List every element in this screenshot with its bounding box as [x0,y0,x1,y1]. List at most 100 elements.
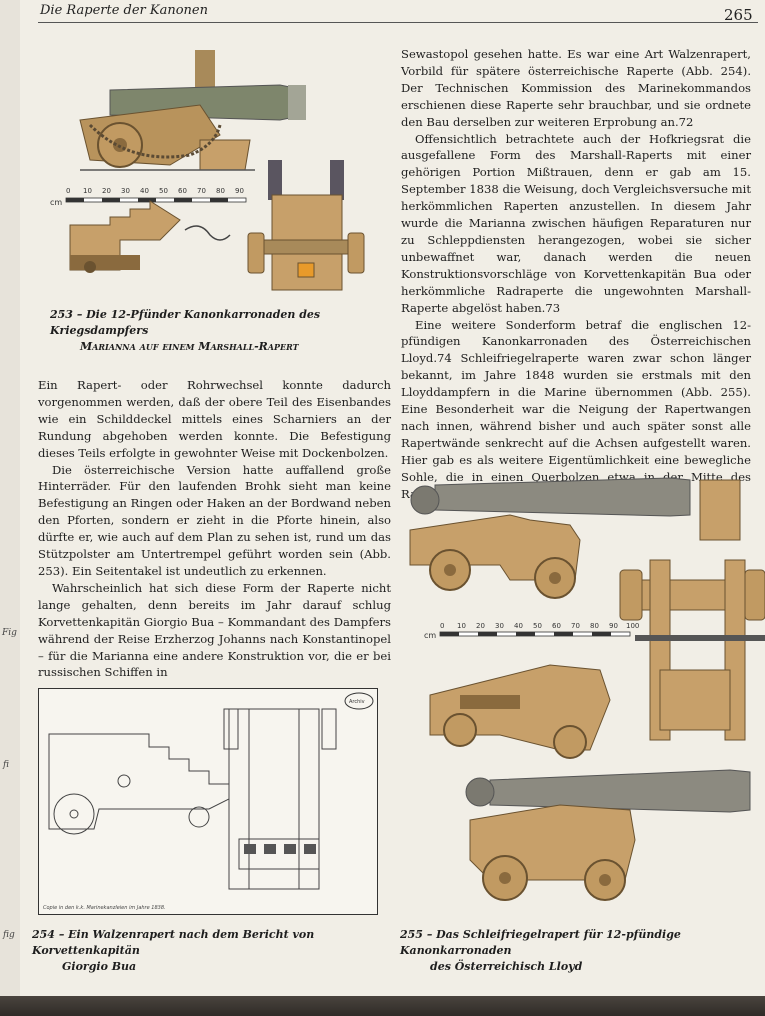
wheel-hub [549,572,561,584]
roller-carriage-plan [228,708,320,890]
figure-253: 0 10 20 30 40 50 60 70 80 90 cm [50,45,390,295]
quoin [460,695,520,709]
figure-253-caption: 253 – Die 12-Pfünder Kanonkarronaden des… [50,307,390,355]
front-cheek-right [330,160,344,200]
scale-tick-label: 10 [457,622,466,630]
wheel-hub [444,564,456,576]
scale-tick-label: 90 [609,622,618,630]
front-plate [297,262,315,278]
scale-tick-label: 0 [440,622,444,630]
scale-bar-segment [138,198,156,202]
figure-255-caption: 255 – Das Schleifriegelrapert für 12-pfü… [400,927,760,975]
caption-text-line2: Giorgio Bua [62,960,137,973]
plan-block [304,844,316,854]
scale-tick-label: 70 [197,187,206,195]
right-text-column: Sewastopol gesehen hatte. Es war eine Ar… [401,46,751,502]
carronade-barrel-bottom [489,769,751,813]
carriage-wheel [553,725,587,759]
scale-tick-label: 50 [533,622,542,630]
muzzle [288,85,306,120]
scale-tick-label: 20 [102,187,111,195]
paragraph: Ein Rapert- oder Rohrwechsel konnte dadu… [38,378,391,460]
caption-text: – Das Schleifriegelrapert für 12-pfündig… [400,928,681,957]
caption-text: – Die 12-Pfünder Kanonkarronaden des Kri… [50,308,321,337]
edge-mark: fi [3,760,10,770]
scale-tick-label: 0 [66,187,70,195]
plan-block [244,844,256,854]
figure-253-drawing: 0 10 20 30 40 50 60 70 80 90 cm [50,50,365,291]
plan-wheel [321,708,337,750]
scale-tick-label: 30 [121,187,130,195]
front-wheel-left [247,232,265,274]
scale-tick-label: 30 [495,622,504,630]
front-axle [249,239,361,255]
scale-unit: cm [50,198,62,207]
archive-stamp [344,692,374,710]
scale-tick-label: 20 [476,622,485,630]
page-number: 265 [724,6,753,24]
roller-wheel [53,793,95,835]
scale-bar-segment [592,632,611,636]
scale-tick-label: 90 [235,187,244,195]
plan-slide [238,838,320,870]
scale-bar-segment [554,632,573,636]
page-bottom-shadow [0,996,765,1016]
front-wheel-right [744,569,765,621]
scale-tick-label: 100 [626,622,639,630]
scale-tick-label: 80 [590,622,599,630]
carronade-barrel-top [434,477,691,517]
header-rule [38,22,758,23]
scale-bar-segment [102,198,120,202]
scale-bar-segment [174,198,192,202]
scale-bar-segment [478,632,497,636]
plan-block [284,844,296,854]
scale-unit: cm [424,631,436,640]
figure-254-caption: 254 – Ein Walzenrapert nach dem Bericht … [32,927,382,975]
scale-bar-segment [440,632,459,636]
scale-tick-label: 70 [571,622,580,630]
roller-hub [69,809,79,819]
front-cheek-left [268,160,282,200]
carriage-wheel [443,713,477,747]
scale-tick-label: 80 [216,187,225,195]
post [195,50,215,90]
edge-mark: fig [3,930,15,940]
figure-255-drawing: 0 10 20 30 40 50 60 70 80 90 100 cm [409,477,765,901]
carriage-base [70,255,140,270]
drawing-footnote: Copie in den k.k. Marinekanzleien im Jah… [43,905,166,911]
front-wheel-right [347,232,365,274]
figure-255: 0 10 20 30 40 50 60 70 80 90 100 cm [400,470,765,915]
paragraph: Sewastopol gesehen hatte. Es war eine Ar… [401,47,751,129]
roller-carriage-side [48,733,230,830]
front-wheel-left [619,569,643,621]
paragraph: Die österreichische Version hatte auffal… [38,462,391,578]
cascabel [465,777,495,807]
wheel-hub [599,874,611,886]
bolt [117,774,131,788]
paragraph: Offensichtlich betrachtete auch der Hofk… [401,131,751,315]
edge-mark: Fig [2,628,17,638]
plan-wheel [223,708,239,750]
stamp-text: Archiv [349,699,365,705]
caption-number: 254 [32,928,55,941]
slide-detail [699,479,741,541]
caption-text-line2: Marianna auf einem Marshall-Rapert [80,340,299,353]
scale-tick-label: 60 [178,187,187,195]
wheel-hub [499,872,511,884]
caption-number: 255 [400,928,423,941]
front-slide [659,669,731,731]
slide [199,139,251,171]
left-text-column: Ein Rapert- oder Rohrwechsel konnte dadu… [38,377,391,681]
running-title: Die Raperte der Kanonen [40,3,208,18]
scale-tick-label: 10 [83,187,92,195]
scale-tick-label: 60 [552,622,561,630]
tackle-hook [184,225,231,241]
breeching-rope [88,123,222,159]
page-header: Die Raperte der Kanonen 265 [20,0,765,24]
caption-text: – Ein Walzenrapert nach dem Bericht von … [32,928,315,957]
book-page: Die Raperte der Kanonen 265 0 10 20 30 4… [20,0,765,1000]
scale-bar-segment [66,198,84,202]
plan-block [264,844,276,854]
rear-roller [188,806,210,828]
scale-bar-segment [516,632,535,636]
